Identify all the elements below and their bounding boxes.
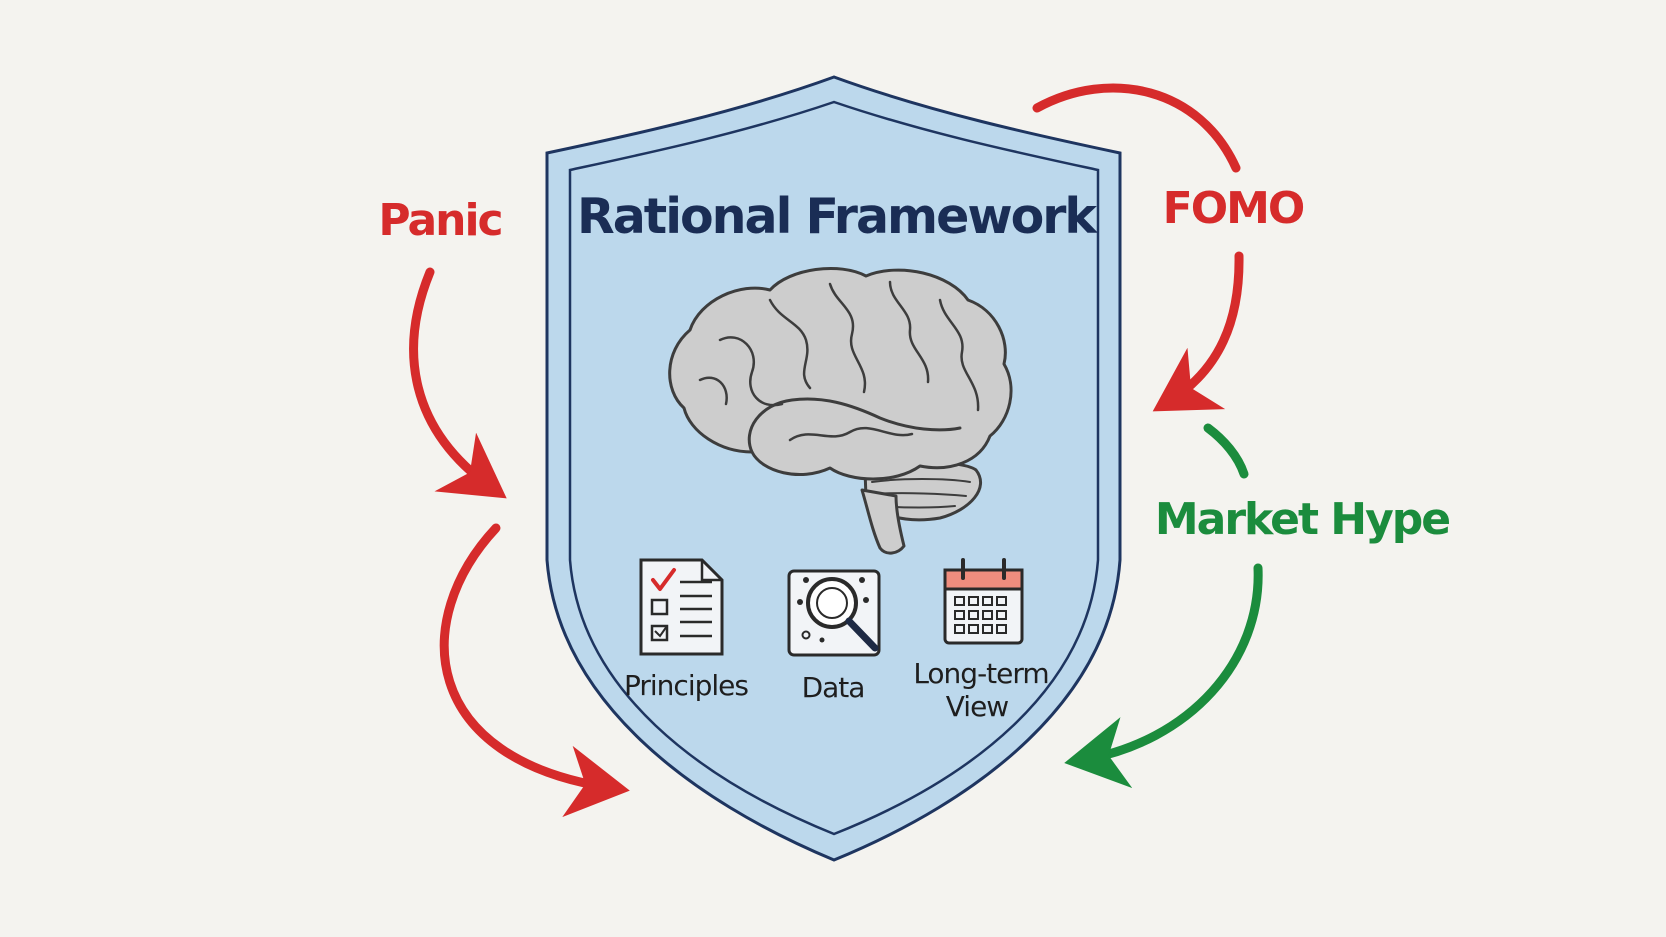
hype-arrow-down — [1064, 563, 1263, 789]
magnifier-icon — [787, 569, 881, 657]
force-label-fomo: FOMO — [1163, 183, 1304, 234]
force-label-panic: Panic — [378, 195, 501, 246]
brain-icon — [668, 266, 1013, 555]
shield-inner-border — [568, 100, 1100, 836]
force-label-market-hype: Market Hype — [1155, 494, 1449, 545]
panic-arrow-lower — [439, 523, 630, 818]
tool-label-view: View — [946, 690, 1009, 723]
tool-label-long-term: Long-term — [913, 657, 1048, 690]
tool-label-principles: Principles — [624, 669, 748, 702]
fomo-arrow-top — [1032, 83, 1241, 173]
fomo-arrow-down — [1152, 251, 1244, 412]
tool-label-data: Data — [802, 671, 865, 704]
shield-title: Rational Framework — [577, 188, 1098, 245]
checklist-icon — [639, 558, 724, 656]
hype-arrow-top — [1203, 423, 1249, 479]
panic-arrow-upper — [409, 267, 507, 499]
calendar-icon — [943, 558, 1024, 645]
